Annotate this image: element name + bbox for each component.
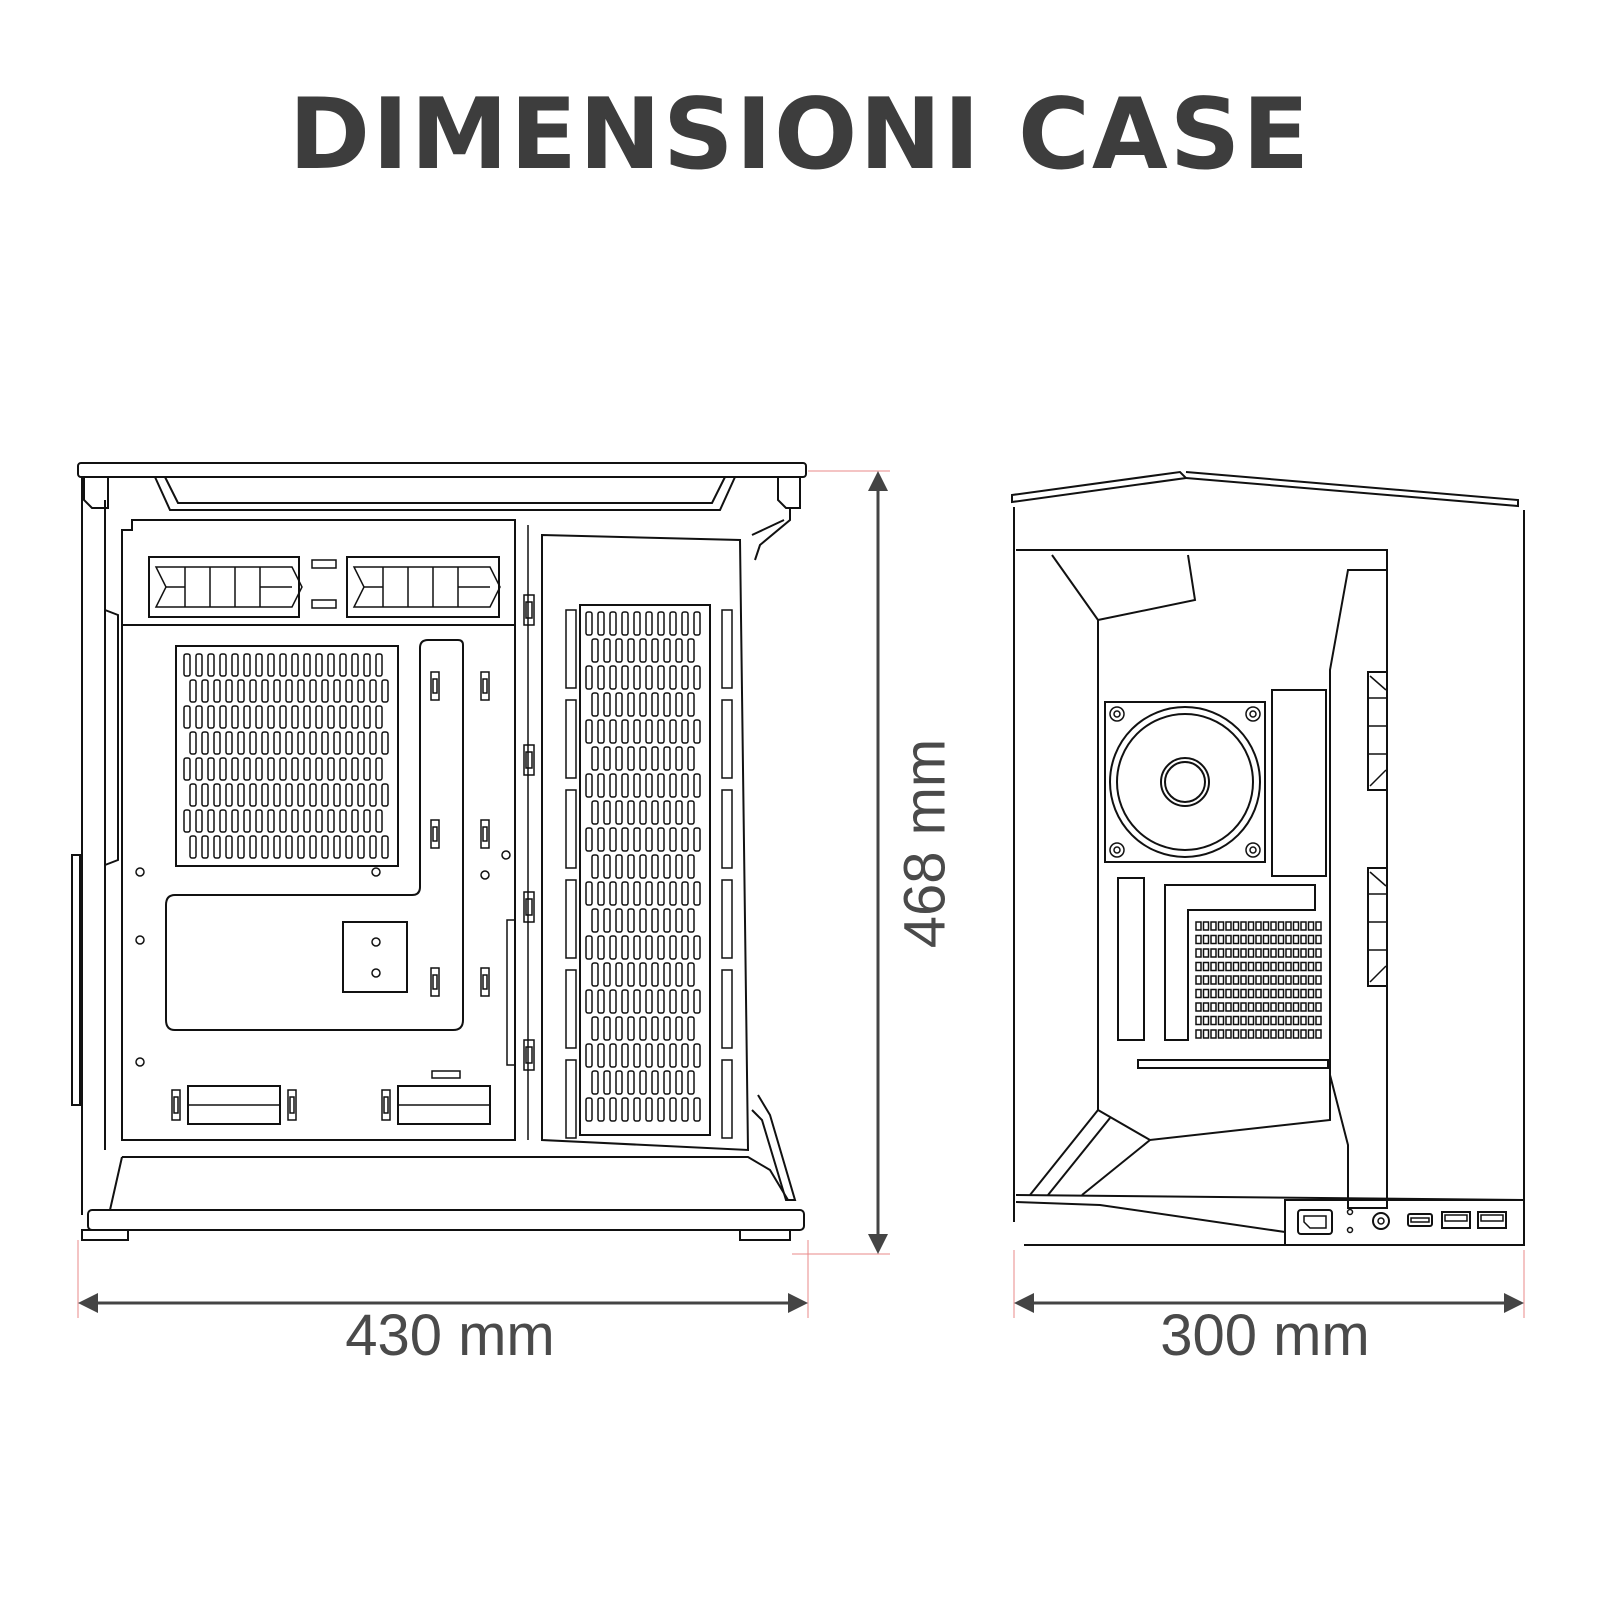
front-view-drawing	[71, 462, 807, 1241]
width-dimension-line	[78, 1293, 808, 1313]
page-title: DIMENSIONI CASE	[288, 78, 1312, 192]
depth-dimension-line	[1014, 1293, 1524, 1313]
height-dimension-label: 468 mm	[892, 738, 958, 949]
height-dimension-line	[868, 471, 888, 1254]
side-view-drawing	[1011, 470, 1525, 1246]
width-dimension-label: 430 mm	[345, 1303, 555, 1368]
dimension-lines	[77, 470, 1525, 1318]
depth-dimension-label: 300 mm	[1160, 1303, 1370, 1368]
